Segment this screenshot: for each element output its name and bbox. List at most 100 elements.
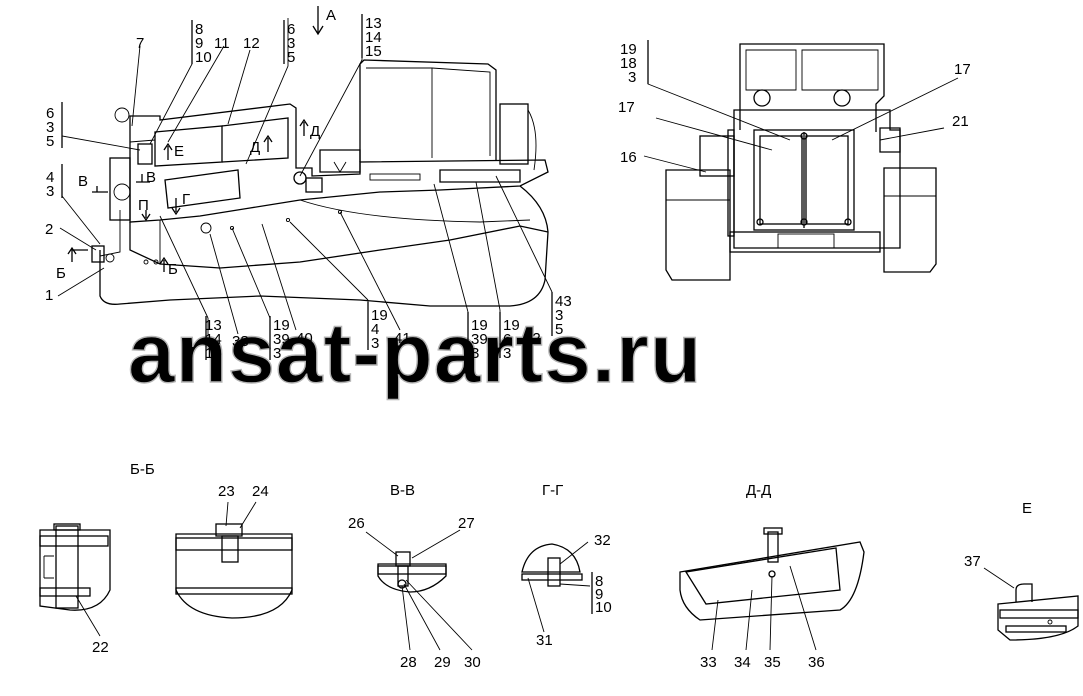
stack-8-9-10-gg-item: 10 [595, 599, 612, 616]
section-dd [679, 527, 865, 651]
front-body [733, 109, 901, 249]
stack-19-39-3-a-item: 19 [273, 317, 290, 334]
section-label-group: Б-Б В-В Г-Г Д-Д Е [130, 461, 1032, 517]
cut-mark-d1: Д [250, 139, 260, 156]
hood-outline [129, 103, 549, 223]
side-view [91, 59, 549, 307]
front-bumper [729, 231, 881, 253]
callout-23: 23 [218, 483, 235, 500]
left-track [665, 169, 731, 281]
section-label-dd: Д-Д [746, 482, 771, 499]
stack-8-9-10-item: 10 [195, 49, 212, 66]
cut-mark-b1: Б [56, 265, 66, 282]
callout-34: 34 [734, 654, 751, 671]
section-bb [39, 501, 293, 637]
stack-6-3-5-top-item: 3 [287, 35, 295, 52]
stack-8-9-10-item: 8 [195, 21, 203, 38]
stack-19-39-3-a-item: 3 [273, 345, 281, 362]
stack-19-4-3-item: 3 [371, 335, 379, 352]
callout-7: 7 [136, 35, 144, 52]
stack-8-9-10-item: 9 [195, 35, 203, 52]
stack-19-18-3-item: 3 [628, 69, 636, 86]
callout-41: 41 [394, 330, 411, 347]
stack-13-14-15-top-item: 13 [365, 15, 382, 32]
section-cut-marks: Е Д Д В В Г П Б Б А [56, 6, 336, 282]
radiator-grille [753, 129, 855, 231]
stack-4-3-item: 3 [46, 183, 54, 200]
stack-6-3-5-top-item: 5 [287, 49, 295, 66]
stack-19-39-3-b-item: 39 [471, 331, 488, 348]
stack-4-3-item: 4 [46, 169, 54, 186]
panel-latch-e [137, 143, 153, 165]
callout-32: 32 [594, 532, 611, 549]
stack-6-3-5-top-item: 6 [287, 21, 295, 38]
stacked-callout-group: 8 9 10 6 3 5 13 14 15 6 3 5 4 3 19 18 3 … [46, 14, 649, 616]
callout-31: 31 [536, 632, 553, 649]
callout-24: 24 [252, 483, 269, 500]
callout-22: 22 [92, 639, 109, 656]
stack-6-3-5-left-item: 5 [46, 133, 54, 150]
stack-19-18-3-item: 19 [620, 41, 637, 58]
stack-19-4-3-item: 4 [371, 321, 379, 338]
section-e [983, 567, 1079, 641]
section-label-gg: Г-Г [542, 482, 563, 499]
front-grille [109, 157, 131, 221]
cut-mark-v2: В [146, 169, 156, 186]
stack-19-18-3-item: 18 [620, 55, 637, 72]
callout-16: 16 [620, 149, 637, 166]
stack-6-3-5-left-item: 6 [46, 105, 54, 122]
stack-19-6-3-item: 19 [503, 317, 520, 334]
stack-43-3-5-item: 43 [555, 293, 572, 310]
side-box-16 [699, 135, 735, 177]
section-gg [521, 541, 591, 633]
section-label-bb: Б-Б [130, 461, 155, 478]
callout-12: 12 [243, 35, 260, 52]
stack-43-3-5-item: 5 [555, 321, 563, 338]
stack-19-4-3-item: 19 [371, 307, 388, 324]
callout-40: 40 [296, 330, 313, 347]
stack-19-39-3-b-item: 3 [471, 345, 479, 362]
cut-mark-v1: В [78, 173, 88, 190]
cut-mark-b2: Б [168, 261, 178, 278]
stack-19-39-3-b-item: 19 [471, 317, 488, 334]
stack-13-14-15-bot-item: 14 [205, 331, 222, 348]
fitting-2 [91, 245, 105, 263]
callout-21: 21 [952, 113, 969, 130]
callout-17b: 17 [954, 61, 971, 78]
callout-35: 35 [764, 654, 781, 671]
section-label-e: Е [1022, 500, 1032, 517]
rear-tank [499, 103, 529, 165]
side-panel-upper [154, 125, 223, 167]
front-fan-icon [113, 183, 131, 201]
side-panel-lower [164, 169, 241, 209]
stack-8-9-10-gg-item: 8 [595, 573, 603, 590]
callout-33: 33 [700, 654, 717, 671]
section-label-vv: В-В [390, 482, 415, 499]
callout-11: 11 [214, 35, 230, 52]
stack-19-6-3-item: 6 [503, 331, 511, 348]
callout-42: 42 [524, 330, 541, 347]
callout-36: 36 [808, 654, 825, 671]
cut-mark-d2: Д [310, 123, 320, 140]
callout-17a: 17 [618, 99, 635, 116]
front-view [643, 40, 959, 281]
cut-mark-g: Г [182, 191, 190, 208]
stack-19-39-3-a-item: 39 [273, 331, 290, 348]
stack-13-14-15-bot-item: 15 [205, 345, 222, 362]
callout-1: 1 [45, 287, 53, 304]
callout-30: 30 [464, 654, 481, 671]
stack-13-14-15-top-item: 14 [365, 29, 382, 46]
lower-skirt [99, 185, 549, 307]
leader-lines-side [57, 16, 553, 350]
view-arrow-a: А [326, 7, 336, 24]
stack-6-3-5-left-item: 3 [46, 119, 54, 136]
callout-2: 2 [45, 221, 53, 238]
callout-group: 1 2 7 11 12 16 17 17 21 22 23 24 26 27 2… [45, 35, 981, 671]
callout-26: 26 [348, 515, 365, 532]
stack-43-3-5-item: 3 [555, 307, 563, 324]
front-cab [739, 43, 885, 132]
cab-outline [359, 59, 497, 162]
cut-mark-p: П [138, 197, 149, 214]
stack-8-9-10-gg-item: 9 [595, 586, 603, 603]
